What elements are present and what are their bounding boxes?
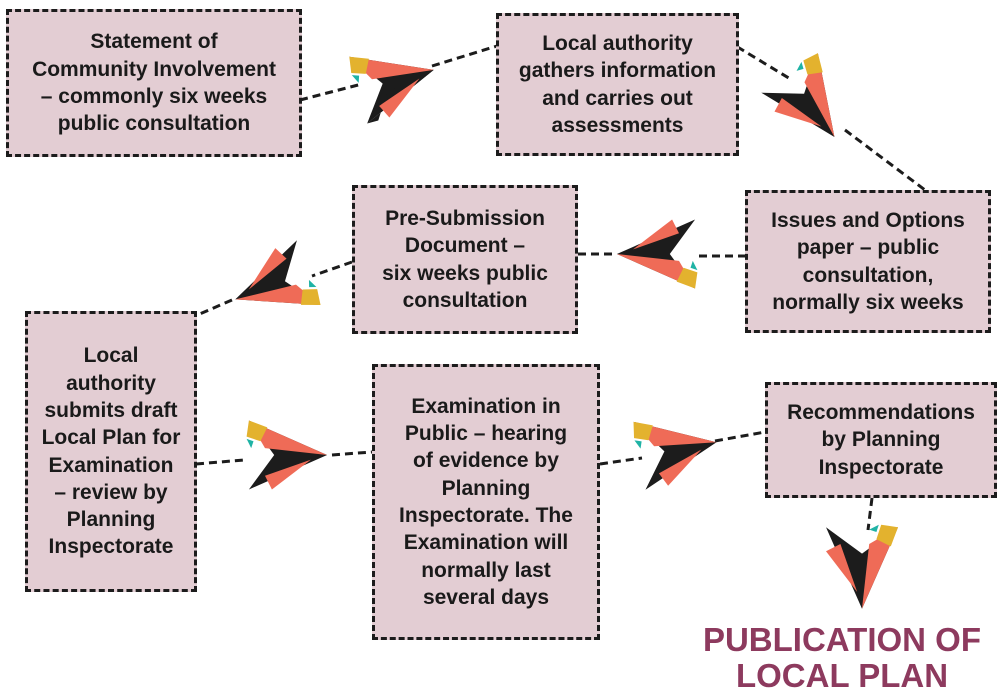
step-gather-information: Local authority gathers information and … — [496, 13, 739, 156]
connector-10 — [331, 450, 373, 457]
step-recommendations: Recommendations by Planning Inspectorate — [765, 382, 997, 498]
step-examination-in-public: Examination in Public – hearing of evide… — [372, 364, 600, 640]
connector-8 — [194, 298, 233, 318]
connector-2 — [431, 44, 498, 68]
final-outcome-label: PUBLICATION OF LOCAL PLAN — [702, 621, 982, 695]
paper-plane-icon — [633, 421, 717, 490]
connector-7 — [311, 260, 353, 278]
step-text: Local authority gathers information and … — [518, 31, 717, 137]
step-text: Issues and Options paper – public consul… — [771, 208, 965, 314]
step-statement-of-community-involvement: Statement of Community Involvement – com… — [6, 9, 302, 157]
connector-4 — [844, 128, 926, 192]
connector-12 — [714, 430, 766, 443]
step-text: Local authority submits draft Local Plan… — [41, 344, 181, 559]
paper-plane-icon — [616, 219, 698, 289]
step-submit-draft-local-plan: Local authority submits draft Local Plan… — [25, 311, 197, 592]
paper-plane-icon — [246, 420, 328, 490]
connector-1 — [299, 82, 363, 102]
step-pre-submission-document: Pre-Submission Document – six weeks publ… — [352, 185, 578, 334]
paper-plane-icon — [235, 240, 321, 306]
step-text: Examination in Public – hearing of evide… — [399, 394, 573, 609]
paper-plane-icon — [349, 56, 434, 124]
step-text: Statement of Community Involvement – com… — [32, 30, 276, 136]
paper-plane-icon — [761, 53, 835, 138]
connector-9 — [195, 458, 245, 466]
step-issues-and-options: Issues and Options paper – public consul… — [745, 190, 991, 333]
connector-13 — [866, 497, 874, 531]
paper-plane-icon — [825, 524, 899, 609]
step-text: Recommendations by Planning Inspectorate — [787, 401, 975, 479]
step-text: Pre-Submission Document – six weeks publ… — [382, 206, 548, 312]
connector-11 — [599, 456, 643, 466]
